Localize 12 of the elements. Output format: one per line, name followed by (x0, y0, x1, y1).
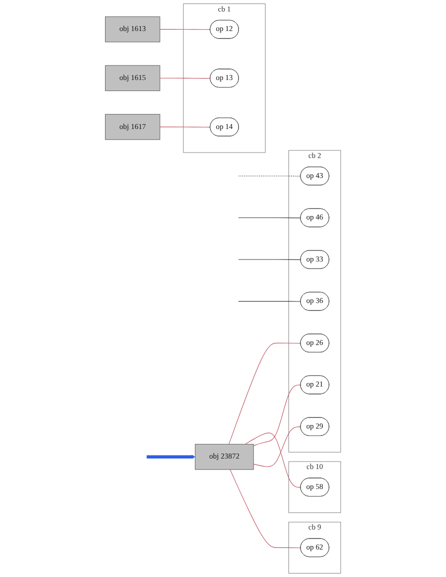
arrow (146, 454, 196, 459)
connector (253, 384, 301, 446)
connector (253, 426, 301, 467)
connector (160, 29, 211, 30)
connector (160, 126, 211, 128)
connector (228, 342, 301, 444)
connector (238, 259, 301, 260)
connector (160, 78, 211, 79)
connector (230, 469, 301, 548)
connector (244, 432, 301, 488)
connector (238, 301, 301, 302)
connector (238, 217, 301, 218)
